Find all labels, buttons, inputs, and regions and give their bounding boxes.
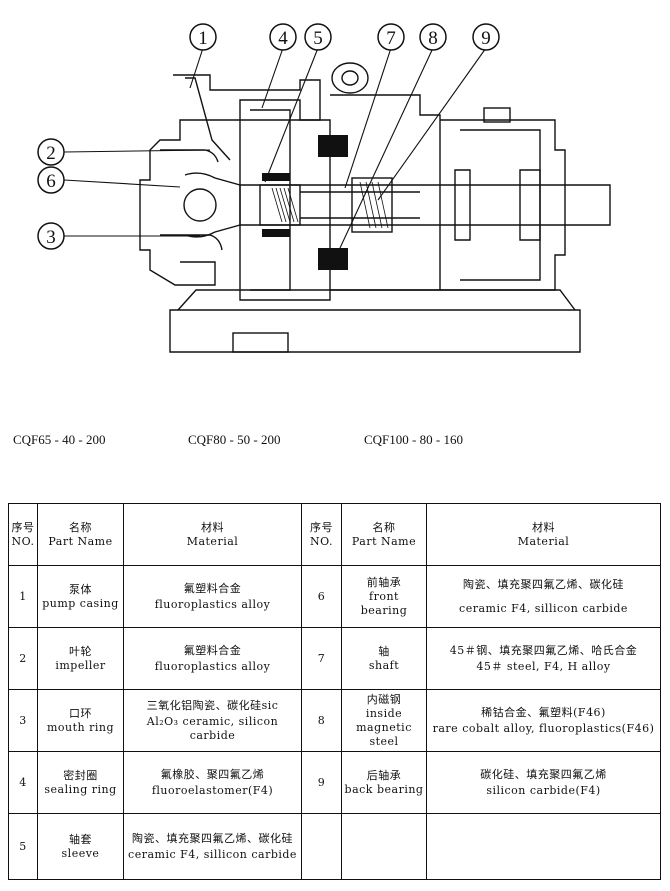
callout-8: 8	[428, 28, 438, 49]
callout-6: 6	[46, 171, 56, 192]
callout-4: 4	[278, 28, 288, 49]
part-no: 2	[8, 627, 38, 690]
part-no: 8	[301, 689, 342, 752]
callout-2: 2	[46, 143, 56, 164]
part-no: 5	[8, 813, 38, 880]
empty-cell	[301, 813, 342, 880]
part-no: 4	[8, 751, 38, 814]
callout-3: 3	[46, 227, 56, 248]
callout-1: 1	[198, 28, 208, 49]
model-number-3: CQF100 - 80 - 160	[364, 432, 463, 447]
empty-cell	[341, 813, 427, 880]
part-no: 1	[8, 565, 38, 628]
part-no: 9	[301, 751, 342, 814]
empty-cell	[426, 813, 661, 880]
pump-base	[169, 309, 581, 353]
part-no: 6	[301, 565, 342, 628]
pump-cross-section-drawing: 1 4 5 7 8 9 2 6 3	[37, 23, 611, 353]
part-no: 7	[301, 627, 342, 690]
callout-7: 7	[386, 28, 396, 49]
pump-casing-outline	[139, 74, 321, 286]
part-no: 3	[8, 689, 38, 752]
model-number-1: CQF65 - 40 - 200	[13, 432, 106, 447]
callout-5: 5	[313, 28, 323, 49]
callout-9: 9	[481, 28, 491, 49]
shaft-line	[240, 184, 611, 226]
model-number-2: CQF80 - 50 - 200	[188, 432, 281, 447]
part-material: 稀钴合金、氟塑料(F46)rare cobalt alloy, fluoropl…	[426, 689, 661, 752]
